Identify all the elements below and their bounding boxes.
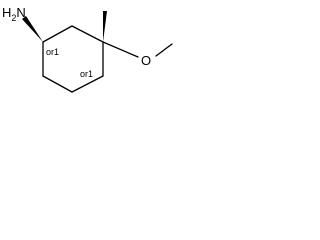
bond-oxygen-methyl: [155, 43, 173, 57]
ring-bond-c5-c6: [42, 75, 73, 93]
wedge-bond-c1-nh2: [22, 16, 43, 42]
oxygen-label: O: [141, 53, 151, 68]
stereo-label-c1: or1: [46, 47, 59, 57]
amine-h-text: H: [2, 5, 11, 20]
ring-bond-c4-c5: [71, 75, 104, 93]
stereo-label-c3: or1: [80, 69, 93, 79]
molecule-structure: H2N O or1 or1: [2, 5, 173, 93]
ring-bond-c2-c3: [71, 25, 104, 43]
ring-bond-c1-c2: [42, 25, 73, 43]
amine-label: H2N: [2, 5, 26, 23]
bond-c3-oxygen: [102, 41, 139, 58]
wedge-bond-c3-methyl: [103, 11, 107, 42]
amine-subscript-text: 2: [11, 13, 16, 23]
amine-n-text: N: [16, 5, 25, 20]
